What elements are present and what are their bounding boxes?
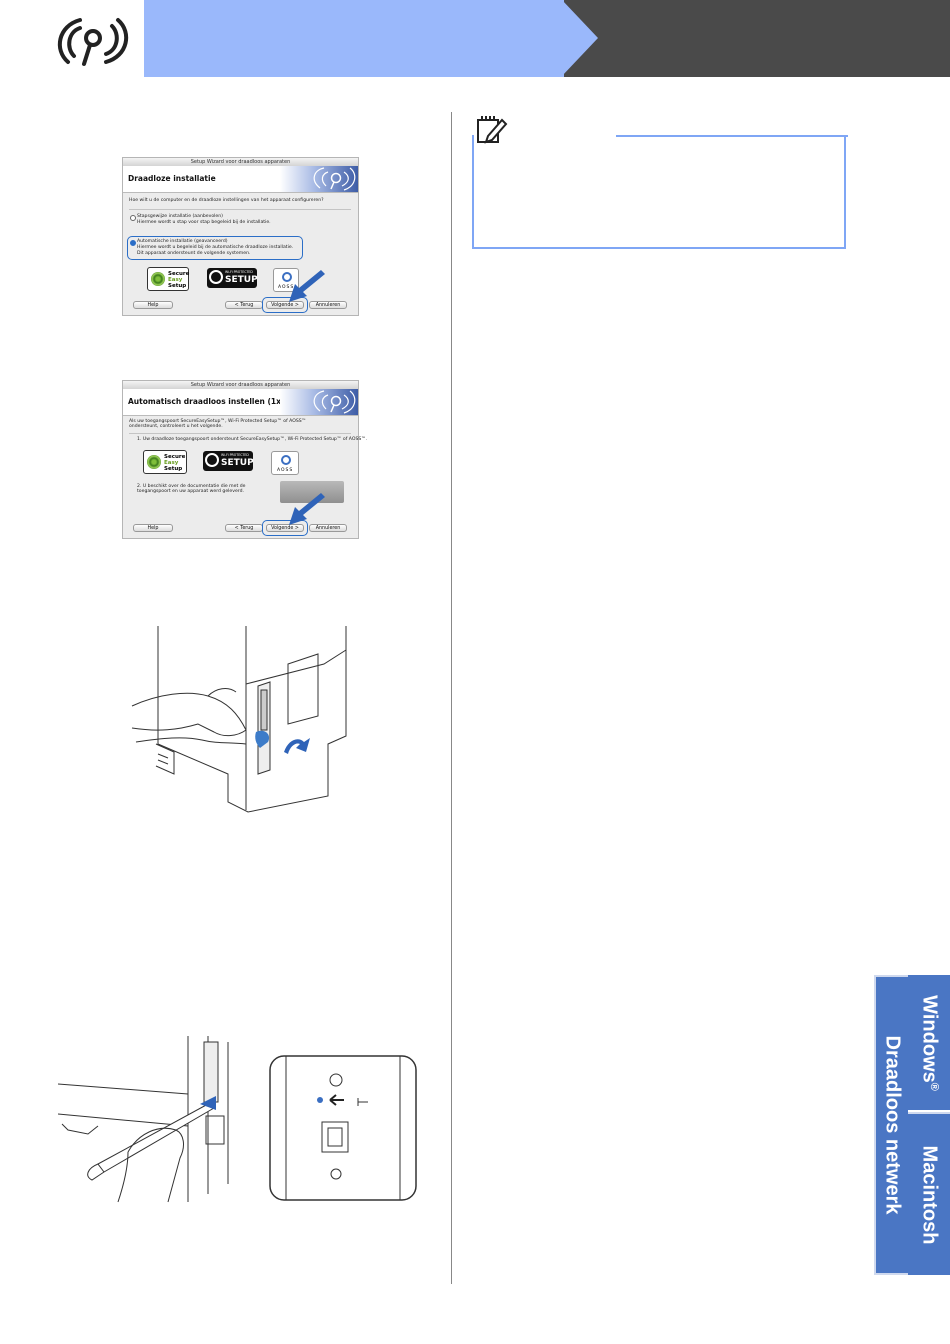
dialog-banner: Automatisch draadloos instellen (1x go t… bbox=[123, 389, 358, 416]
column-divider bbox=[451, 112, 452, 1284]
option-automatic-desc-2: Dit apparaat ondersteunt de volgende sys… bbox=[137, 251, 251, 256]
dialog-heading: Automatisch draadloos instellen (1x go t… bbox=[128, 397, 323, 406]
ses-text-2: Easy bbox=[164, 460, 179, 466]
header-band-dark bbox=[562, 0, 950, 77]
secure-easy-setup-logo: Secure Easy Setup bbox=[143, 450, 187, 474]
tab-windows-label: Windows® bbox=[918, 995, 941, 1091]
check-2-line-1: 2. U beschikt over de documentatie die m… bbox=[137, 484, 246, 489]
ses-swirl-icon bbox=[147, 455, 161, 469]
cancel-button[interactable]: Annuleren bbox=[309, 524, 347, 532]
separator bbox=[129, 209, 351, 210]
wps-small-text: Wi-Fi PROTECTED bbox=[221, 453, 249, 457]
ses-swirl-icon bbox=[151, 272, 165, 286]
wifi-protected-setup-logo: Wi-Fi PROTECTED SETUP bbox=[207, 268, 258, 288]
ses-text-2: Easy bbox=[168, 277, 183, 283]
sidebar-tab-macintosh[interactable]: Macintosh bbox=[908, 1112, 950, 1275]
option-stepwise-desc: Hiermee wordt u stap voor stap begeleid … bbox=[137, 220, 271, 225]
tab-windows-text: Windows bbox=[918, 994, 941, 1083]
pointer-arrow-icon bbox=[289, 270, 325, 302]
ses-text-3: Setup bbox=[168, 283, 187, 289]
aoss-wave-icon bbox=[282, 272, 292, 282]
header-band-light bbox=[144, 0, 564, 77]
wps-small-text: Wi-Fi PROTECTED bbox=[225, 270, 253, 274]
aoss-text: AOSS bbox=[278, 285, 295, 290]
wps-power-icon bbox=[205, 453, 219, 467]
registered-mark: ® bbox=[928, 1082, 941, 1091]
sidebar-tab-windows[interactable]: Windows® bbox=[908, 975, 950, 1110]
header-arrow bbox=[562, 0, 598, 76]
wps-big-text: SETUP bbox=[225, 275, 258, 285]
wifi-protected-setup-logo: Wi-Fi PROTECTED SETUP bbox=[203, 451, 254, 471]
wireless-setup-dialog-2: Setup Wizard voor draadloos apparaten Au… bbox=[122, 380, 367, 539]
help-button[interactable]: Help bbox=[133, 301, 173, 309]
dialog-intro-1: Als uw toegangspoort SecureEasySetup™, W… bbox=[129, 419, 307, 424]
wps-power-icon bbox=[209, 270, 223, 284]
dialog-intro-2: ondersteunt, controleert u het volgende. bbox=[129, 424, 223, 429]
option-automatic-label: Automatische installatie (geavanceerd) bbox=[137, 239, 228, 244]
dialog-question: Hoe wilt u de computer en de draadloze i… bbox=[129, 198, 324, 203]
dialog-banner: Draadloze installatie bbox=[123, 166, 358, 193]
pen-press-button-illustration bbox=[58, 1036, 417, 1203]
note-pencil-icon bbox=[477, 116, 508, 144]
dialog-heading: Draadloze installatie bbox=[128, 174, 216, 183]
aoss-wave-icon bbox=[281, 455, 291, 465]
wireless-network-icon bbox=[58, 18, 128, 66]
printer-rear-hand-illustration bbox=[131, 626, 347, 813]
wireless-setup-dialog-1: Setup Wizard voor draadloos apparaten Dr… bbox=[122, 157, 359, 316]
aoss-text: AOSS bbox=[277, 468, 294, 473]
sidebar-tab-wireless[interactable]: Draadloos netwerk bbox=[874, 975, 908, 1275]
back-button[interactable]: < Terug bbox=[225, 524, 263, 532]
tab-wireless-label: Draadloos netwerk bbox=[881, 1035, 904, 1215]
back-button[interactable]: < Terug bbox=[225, 301, 263, 309]
documentation-image bbox=[280, 481, 344, 503]
wireless-banner-icon bbox=[280, 166, 358, 192]
note-box-top-border bbox=[616, 135, 848, 137]
wps-big-text: SETUP bbox=[221, 458, 254, 468]
radio-automatic[interactable] bbox=[130, 240, 136, 246]
tab-macintosh-label: Macintosh bbox=[918, 1145, 941, 1244]
ses-text-1: Secure bbox=[168, 271, 190, 277]
next-button[interactable]: Volgende > bbox=[266, 524, 304, 532]
separator bbox=[129, 433, 351, 434]
note-box bbox=[472, 135, 846, 249]
pointer-arrow-icon bbox=[289, 493, 325, 525]
ses-text-3: Setup bbox=[164, 466, 183, 472]
option-stepwise-label: Stapsgewijze installatie (aanbevolen) bbox=[137, 214, 223, 219]
aoss-logo: AOSS bbox=[271, 451, 299, 475]
ses-text-1: Secure bbox=[164, 454, 186, 460]
help-button[interactable]: Help bbox=[133, 524, 173, 532]
wireless-banner-icon bbox=[280, 389, 358, 415]
check-2-line-2: toegangspoort en uw apparaat werd geleve… bbox=[137, 489, 244, 494]
next-button-highlight bbox=[262, 297, 308, 313]
option-automatic-desc-1: Hiermee wordt u begeleid bij de automati… bbox=[137, 245, 294, 250]
check-1: 1. Uw draadloze toegangspoort ondersteun… bbox=[137, 437, 368, 442]
secure-easy-setup-logo: Secure Easy Setup bbox=[147, 267, 189, 291]
radio-stepwise[interactable] bbox=[130, 215, 136, 221]
next-button[interactable]: Volgende > bbox=[266, 301, 304, 309]
cancel-button[interactable]: Annuleren bbox=[309, 301, 347, 309]
next-button-highlight bbox=[262, 520, 308, 536]
option-automatic-highlight bbox=[127, 236, 303, 260]
